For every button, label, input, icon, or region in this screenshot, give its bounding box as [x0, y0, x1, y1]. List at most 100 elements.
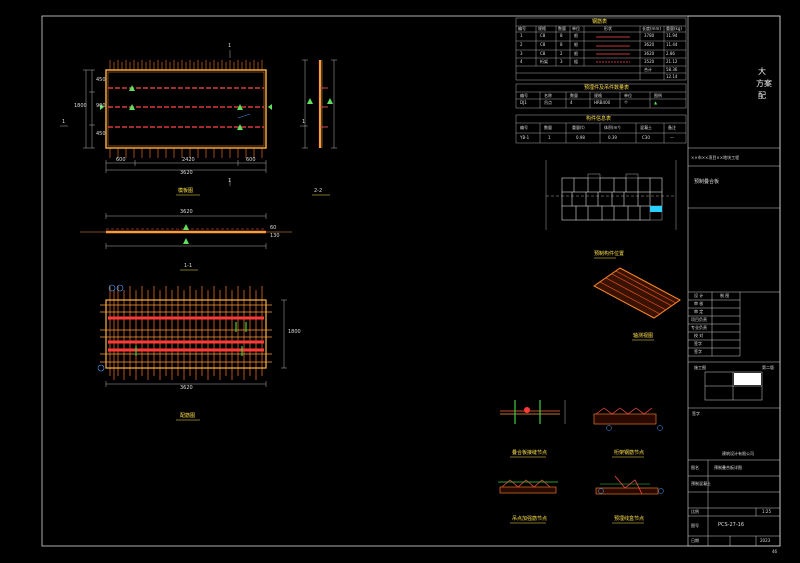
outer-frame: [41, 15, 781, 547]
dim-section-length: 3620: [180, 209, 193, 215]
tb-stage-value: 第二版: [762, 365, 774, 370]
info-col-5: 混凝土: [640, 125, 652, 130]
rebar-r3-len: 3620: [644, 51, 655, 56]
rebar-r1-no: 1: [520, 33, 523, 38]
stamp-line-1: 大: [758, 67, 766, 76]
dim-rebar-width: 3620: [180, 385, 193, 391]
rebar-r1-wt: 11.94: [666, 33, 678, 38]
rebar-r4-wt: 21.12: [666, 59, 678, 64]
section-marker-right: 1: [302, 119, 306, 125]
info-row-weight: 0.98: [576, 135, 585, 140]
tb-discipline-lead-label: 专业负责: [691, 325, 707, 330]
dim-rebar-height: 1800: [288, 329, 301, 335]
tb-company: 建筑设计有限公司: [722, 451, 754, 456]
embed-col-3: 数量: [570, 93, 578, 98]
tb-sheet-number: PCS-27-16: [718, 522, 745, 528]
embed-col-1: 编号: [520, 93, 528, 98]
embed-row-unit: 个: [624, 100, 628, 105]
key-plan-title: 预制构件位置: [594, 251, 625, 257]
page-number: 46: [772, 549, 778, 554]
rebar-r4-unit: 榀: [574, 59, 578, 64]
tb-date-label: 日期: [691, 538, 699, 543]
rebar-r4-len: 3520: [644, 59, 655, 64]
project-label: 预制叠合板: [694, 179, 720, 185]
rebar-r2-unit: 根: [574, 42, 578, 47]
embed-row-spec: HRB400: [594, 100, 611, 105]
rebar-r2-len: 3620: [644, 42, 655, 47]
info-row-volume: 0.39: [608, 135, 617, 140]
tb-sign-1: 签字: [694, 341, 702, 346]
rebar-r1-unit: 根: [574, 33, 578, 38]
dim-width-left: 600: [116, 157, 126, 163]
embed-col-4: 规格: [594, 93, 602, 98]
info-col-2: 数量: [544, 125, 552, 130]
tb-approve-label: 审 定: [694, 309, 704, 314]
template-plan-title: 模板图: [178, 188, 194, 194]
rebar-r3-spec: C8: [540, 51, 546, 56]
detail-b-title: 桁架钢筋节点: [614, 450, 645, 456]
tb-panel-title: 预制混凝土: [691, 481, 711, 486]
dim-h1: 450: [96, 77, 106, 83]
section-marker-top: 1: [228, 43, 232, 49]
rebar-r3-no: 3: [520, 51, 523, 56]
embed-table-title: 预埋件及吊件数量表: [584, 85, 630, 91]
info-row-note: —: [670, 135, 674, 140]
info-row-no: YB-1: [520, 135, 530, 140]
tb-drawing-no-label: 图号: [691, 523, 699, 528]
dim-h2: 900: [96, 103, 106, 109]
tb-check-label: 校 对: [694, 333, 704, 338]
rebar-r2-spec: C8: [540, 42, 546, 47]
rebar-r4-qty: 3: [560, 59, 563, 64]
rebar-r4-no: 4: [520, 59, 523, 64]
tb-drawn-label: 制 图: [720, 293, 730, 298]
tb-review-label: 审 核: [694, 301, 704, 306]
info-col-3: 重量(t): [572, 125, 585, 130]
stamp-line-2: 方案: [756, 79, 772, 88]
tb-scale-value: 1:25: [762, 509, 771, 514]
rebar-table-title: 钢筋表: [592, 19, 608, 25]
tb-project-lead-label: 项目负责: [691, 317, 707, 322]
stage-legend-box: [704, 371, 763, 401]
rebar-r3-unit: 根: [574, 51, 578, 56]
embed-table: [515, 83, 687, 109]
dim-width-total: 3620: [180, 170, 193, 176]
tb-year: 2023: [760, 538, 771, 543]
rebar-r4-spec: 桁架: [540, 59, 548, 64]
tb-design-label: 设 计: [694, 293, 704, 298]
embed-col-5: 单位: [624, 93, 632, 98]
detail-d: [595, 475, 664, 495]
section-2-2-title: 2-2: [314, 188, 323, 194]
project-subtitle: ××市××项目××地块工程: [691, 155, 740, 160]
embed-row-legend-icon: ▲: [654, 100, 658, 105]
rebar-r1-spec: C8: [540, 33, 546, 38]
info-row-concrete: C30: [642, 135, 650, 140]
embed-row-no: DJ1: [520, 100, 527, 105]
iso-view-title: 轴测视图: [633, 333, 654, 339]
rebar-col-7: 重量(kg): [666, 26, 682, 31]
section-marker-bottom: 1: [228, 178, 232, 184]
rebar-col-3: 数量: [558, 26, 566, 31]
dim-width-right: 600: [246, 157, 256, 163]
detail-d-title: 预埋线盒节点: [614, 516, 645, 522]
detail-a-title: 叠合板接缝节点: [512, 450, 548, 456]
info-col-6: 备注: [668, 125, 676, 130]
iso-view: [593, 267, 681, 319]
rebar-r3-wt: 2.86: [666, 51, 675, 56]
stage-legend-fill: [734, 373, 761, 385]
title-block-frame: [687, 15, 781, 547]
info-table: [515, 114, 687, 144]
dim-section-thickness: 60: [270, 225, 277, 231]
tb-drawing-name-label: 图名: [691, 465, 699, 470]
stamp-line-3: 配: [758, 91, 766, 100]
rebar-r3-qty: 2: [560, 51, 563, 56]
rebar-r2-qty: 8: [560, 42, 563, 47]
rebar-table: [515, 17, 687, 81]
section-2-2-view: [302, 59, 337, 149]
info-col-4: 体积(m³): [604, 125, 621, 130]
rebar-plan-title: 配筋图: [180, 413, 196, 419]
rebar-r1-len: 3780: [644, 33, 655, 38]
dim-height-total: 1800: [74, 103, 87, 109]
rebar-col-1: 编号: [518, 26, 526, 31]
detail-c: [498, 479, 558, 494]
